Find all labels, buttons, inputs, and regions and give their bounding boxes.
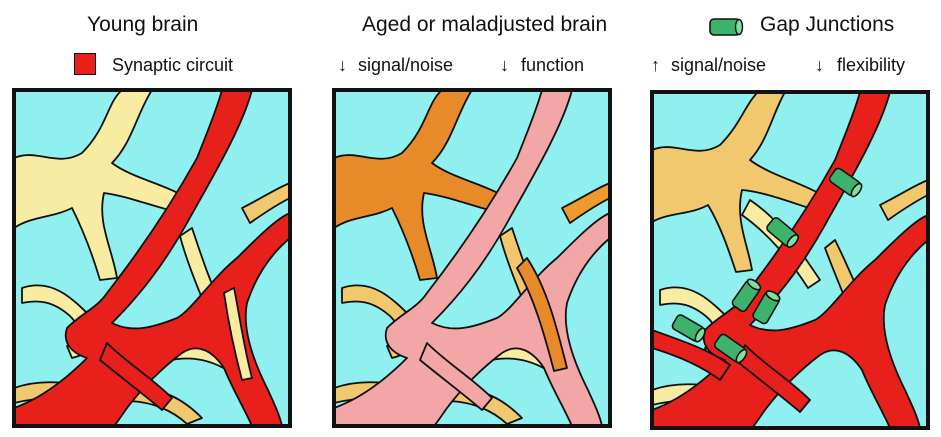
young-brain-title: Young brain	[87, 13, 199, 36]
gap-junction-icon	[766, 217, 800, 248]
gap-junctions-title: Gap Junctions	[760, 13, 895, 36]
synaptic-circuit	[13, 89, 291, 427]
young-brain-panel	[12, 88, 292, 428]
aged-brain-title: Aged or maladjusted brain	[362, 13, 608, 36]
synaptic-circuit-label: Synaptic circuit	[112, 55, 234, 75]
gap-junction-icon	[828, 167, 863, 198]
synaptic-circuit-swatch	[74, 53, 96, 75]
aged-function-label: function	[521, 55, 585, 75]
gap-signal-noise-label: signal/noise	[671, 55, 767, 75]
down-arrow-icon: ↓	[815, 55, 824, 75]
synaptic-circuit	[737, 344, 811, 413]
synaptic-circuit	[333, 89, 611, 427]
synaptic-circuit	[419, 342, 493, 411]
gap-junction-legend-icon	[709, 18, 744, 36]
gap-junction-icon	[671, 314, 706, 343]
up-arrow-icon: ↑	[651, 55, 660, 75]
synaptic-circuit	[99, 342, 173, 411]
aged-brain-panel	[332, 88, 612, 428]
gap-junction-icon	[713, 333, 748, 364]
glia-process	[516, 257, 568, 372]
gap-flexibility-label: flexibility	[837, 55, 906, 75]
glia-process	[223, 287, 253, 381]
down-arrow-icon: ↓	[338, 55, 347, 75]
synaptic-circuit	[651, 329, 731, 381]
gap-junction-icon	[731, 278, 762, 313]
gap-junction-panel	[650, 90, 930, 430]
aged-signal-noise-label: signal/noise	[358, 55, 454, 75]
gap-junction-icon	[752, 290, 781, 325]
down-arrow-icon: ↓	[500, 55, 509, 75]
